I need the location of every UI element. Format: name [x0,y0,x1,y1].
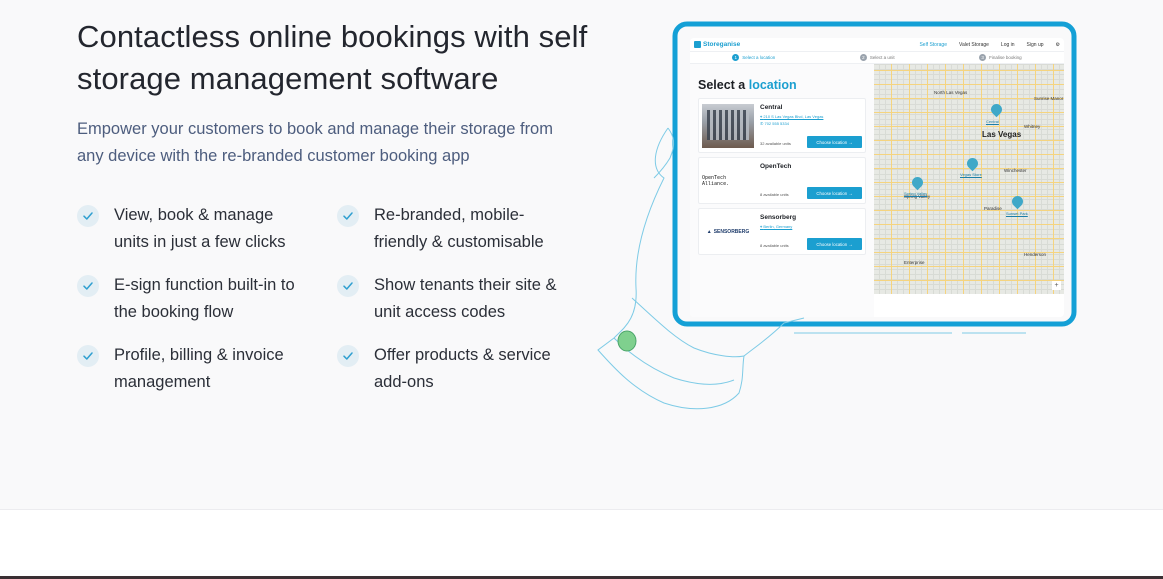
location-card-opentech[interactable]: OpenTech Alliance. OpenTech 8 available … [698,157,866,204]
location-card-central[interactable]: Central ⌖ 210 S Las Vegas Blvd, Las Vega… [698,98,866,153]
map-label: Whitney [1024,124,1041,129]
feature-item: Show tenants their site & unit access co… [337,272,577,327]
feature-item: Re-branded, mobile-friendly & customisab… [337,202,577,257]
step-number: 1 [732,54,740,61]
available-units: 32 available units [760,141,791,146]
settings-icon[interactable]: ⚙ [1055,41,1060,48]
location-address[interactable]: ⌖ 210 S Las Vegas Blvd, Las Vegas [760,114,862,119]
phone-icon: ✆ [760,121,765,126]
map-label: North Las Vegas [934,90,968,95]
location-panel: Select a location Central ⌖ 210 S Las Ve… [690,64,874,317]
location-name: Sensorberg [760,214,797,221]
location-info: Sensorberg ⌖ Berlin, Germany 8 available… [760,212,862,251]
pin-label[interactable]: Central [986,119,999,124]
feature-text: View, book & manage units in just a few … [114,206,286,251]
pin-label[interactable]: Vegas Store [960,172,982,177]
location-address-text: Berlin, Germany [763,224,793,229]
location-map[interactable]: North Las Vegas Sunrise Manor Las Vegas … [874,64,1064,294]
sensorberg-logo-text: SENSORBERG [713,228,750,235]
available-units: 8 available units [760,243,789,248]
location-address-text: 210 S Las Vegas Blvd, Las Vegas [763,114,824,119]
storeganise-logo-icon [694,41,701,48]
mountain-icon: ▲ [706,228,712,235]
step-select-location[interactable]: 1 Select a location [732,54,775,61]
map-label: Enterprise [904,260,925,265]
tablet-illustration: Storeganise Self Storage Valet Storage L… [594,18,1084,413]
select-location-title: Select a location [698,78,866,92]
feature-text: Profile, billing & invoice management [114,346,284,391]
feature-text: Re-branded, mobile-friendly & customisab… [374,206,544,251]
check-icon [337,275,359,297]
check-icon [337,345,359,367]
step-finalise-booking[interactable]: 3 Finalise booking [979,54,1022,61]
step-select-unit[interactable]: 2 Select a unit [859,54,895,61]
feature-text: E-sign function built-in to the booking … [114,276,295,321]
app-body: Select a location Central ⌖ 210 S Las Ve… [690,64,1064,317]
opentech-logo: OpenTech Alliance. [702,174,730,187]
map-label: Paradise [984,206,1002,211]
map-pin-icon: ⌖ [760,224,764,229]
step-label: Select a location [742,55,776,60]
map-label: Spring Valley [904,194,931,199]
sensorberg-logo: ▲SENSORBERG [707,229,750,235]
nav-link-valet-storage[interactable]: Valet Storage [958,41,989,48]
select-title-highlight: location [748,78,797,92]
location-card-sensorberg[interactable]: ▲SENSORBERG Sensorberg ⌖ Berlin, Germany… [698,208,866,255]
app-nav-links: Self Storage Valet Storage Log in Sign u… [919,42,1060,48]
map-city-label: Las Vegas [982,130,1022,139]
map-streets [874,64,1064,294]
next-section-edge [0,576,1163,579]
location-info: OpenTech 8 available units Choose locati… [760,161,862,200]
feature-item: Offer products & service add-ons [337,342,577,397]
map-pin-icon: ⌖ [760,114,764,119]
feature-item: E-sign function built-in to the booking … [77,272,337,327]
zoom-in-button[interactable]: + [1052,281,1061,290]
location-logo: OpenTech Alliance. [702,161,754,200]
location-phone[interactable]: ✆ 702 555 5334 [760,121,862,126]
map-label: Henderson [1024,252,1047,257]
check-icon [77,205,99,227]
check-icon [77,345,99,367]
nav-link-log-in[interactable]: Log in [1000,41,1015,48]
hero-section: Contactless online bookings with self st… [0,18,1163,510]
location-logo: ▲SENSORBERG [702,212,754,251]
nav-link-sign-up[interactable]: Sign up [1026,41,1044,48]
pin-label[interactable]: Sunset Park [1006,211,1028,216]
feature-text: Offer products & service add-ons [374,346,551,391]
nav-link-self-storage[interactable]: Self Storage [919,41,947,48]
choose-location-button[interactable]: Choose location → [807,136,862,148]
map-label: Sunrise Manor [1034,96,1064,101]
location-name: Central [760,104,783,111]
hand-holding-tablet-drawing [597,21,1077,410]
choose-location-button[interactable]: Choose location → [807,187,862,199]
map-label: Winchester [1004,168,1027,173]
check-icon [337,205,359,227]
location-phone-text: 702 555 5334 [764,121,789,126]
step-label: Select a unit [869,55,895,60]
feature-item: View, book & manage units in just a few … [77,202,337,257]
location-address[interactable]: ⌖ Berlin, Germany [760,224,862,229]
location-name: OpenTech [760,163,792,170]
booking-steps: 1 Select a location 2 Select a unit 3 Fi… [690,52,1064,64]
app-navbar: Storeganise Self Storage Valet Storage L… [690,38,1064,52]
step-number: 3 [979,54,987,61]
tablet-screen: Storeganise Self Storage Valet Storage L… [690,38,1064,317]
hero-subtitle: Empower your customers to book and manag… [77,120,553,165]
choose-location-button[interactable]: Choose location → [807,238,862,250]
select-title-text: Select a [698,78,746,92]
check-icon [77,275,99,297]
building-image [702,103,754,148]
page-title: Contactless online bookings with self st… [77,19,588,96]
step-label: Finalise booking [989,55,1022,60]
app-logo-text: Storeganise [703,41,741,48]
location-photo [702,102,754,149]
step-number: 2 [859,54,867,61]
feature-item: Profile, billing & invoice management [77,342,337,397]
location-info: Central ⌖ 210 S Las Vegas Blvd, Las Vega… [760,102,862,149]
feature-list: View, book & manage units in just a few … [77,202,577,397]
app-logo[interactable]: Storeganise [694,41,740,48]
available-units: 8 available units [760,192,789,197]
feature-text: Show tenants their site & unit access co… [374,276,557,321]
pin-label[interactable]: Spring Valley [904,191,928,196]
